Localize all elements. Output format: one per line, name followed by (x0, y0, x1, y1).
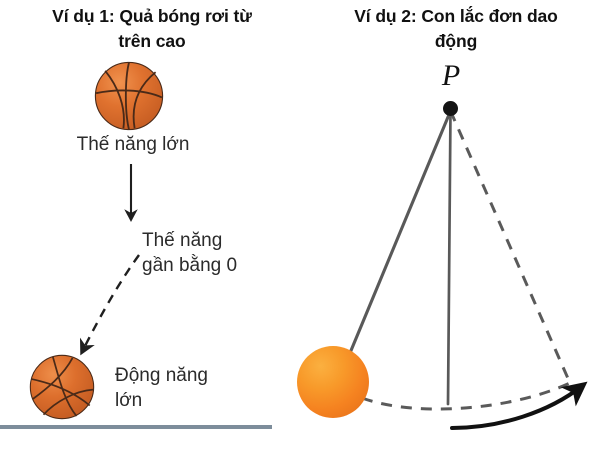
pendulum-bob-icon (297, 346, 369, 418)
example-2-title-line-1: Ví dụ 2: Con lắc đơn dao (354, 6, 558, 26)
pivot-point-icon (443, 101, 458, 116)
pendulum-string-dashed (449, 110, 572, 384)
dashed-curved-arrow-icon (79, 254, 140, 356)
basketball-icon-bottom (29, 354, 95, 420)
basketball-bottom-svg (29, 354, 95, 420)
kinetic-line-1: Động năng (115, 365, 208, 386)
example-2-panel: Ví dụ 2: Con lắc đơn dao động P (297, 0, 608, 450)
ground-line (0, 425, 272, 429)
pendulum-drawing (343, 109, 588, 430)
pivot-label: P (441, 59, 461, 92)
label-high-potential-energy: Thế năng lớn (76, 134, 190, 155)
example-1-title-line-2: trên cao (118, 31, 186, 51)
example-2-title: Ví dụ 2: Con lắc đơn dao động (314, 4, 598, 54)
basketball-icon-top (94, 61, 164, 131)
pendulum-string-vertical (446, 109, 452, 406)
label-high-kinetic-energy: Động năng lớn (115, 363, 265, 413)
example-1-connectors (79, 164, 140, 356)
example-1-title: Ví dụ 1: Quả bóng rơi từ trên cao (10, 4, 294, 54)
label-near-zero-potential-energy: Thế năng gần bằng 0 (142, 228, 292, 278)
kinetic-line-2: lớn (115, 390, 143, 411)
example-2-title-line-2: động (434, 31, 478, 51)
near-zero-line-1: Thế năng (142, 230, 223, 251)
pendulum-string-solid (343, 109, 453, 367)
dashed-arc-path (361, 381, 571, 411)
basketball-top-svg (94, 61, 164, 131)
near-zero-line-2: gần bằng 0 (142, 255, 238, 276)
example-1-title-line-1: Ví dụ 1: Quả bóng rơi từ (52, 6, 252, 26)
curved-direction-arrow-icon (450, 381, 588, 430)
